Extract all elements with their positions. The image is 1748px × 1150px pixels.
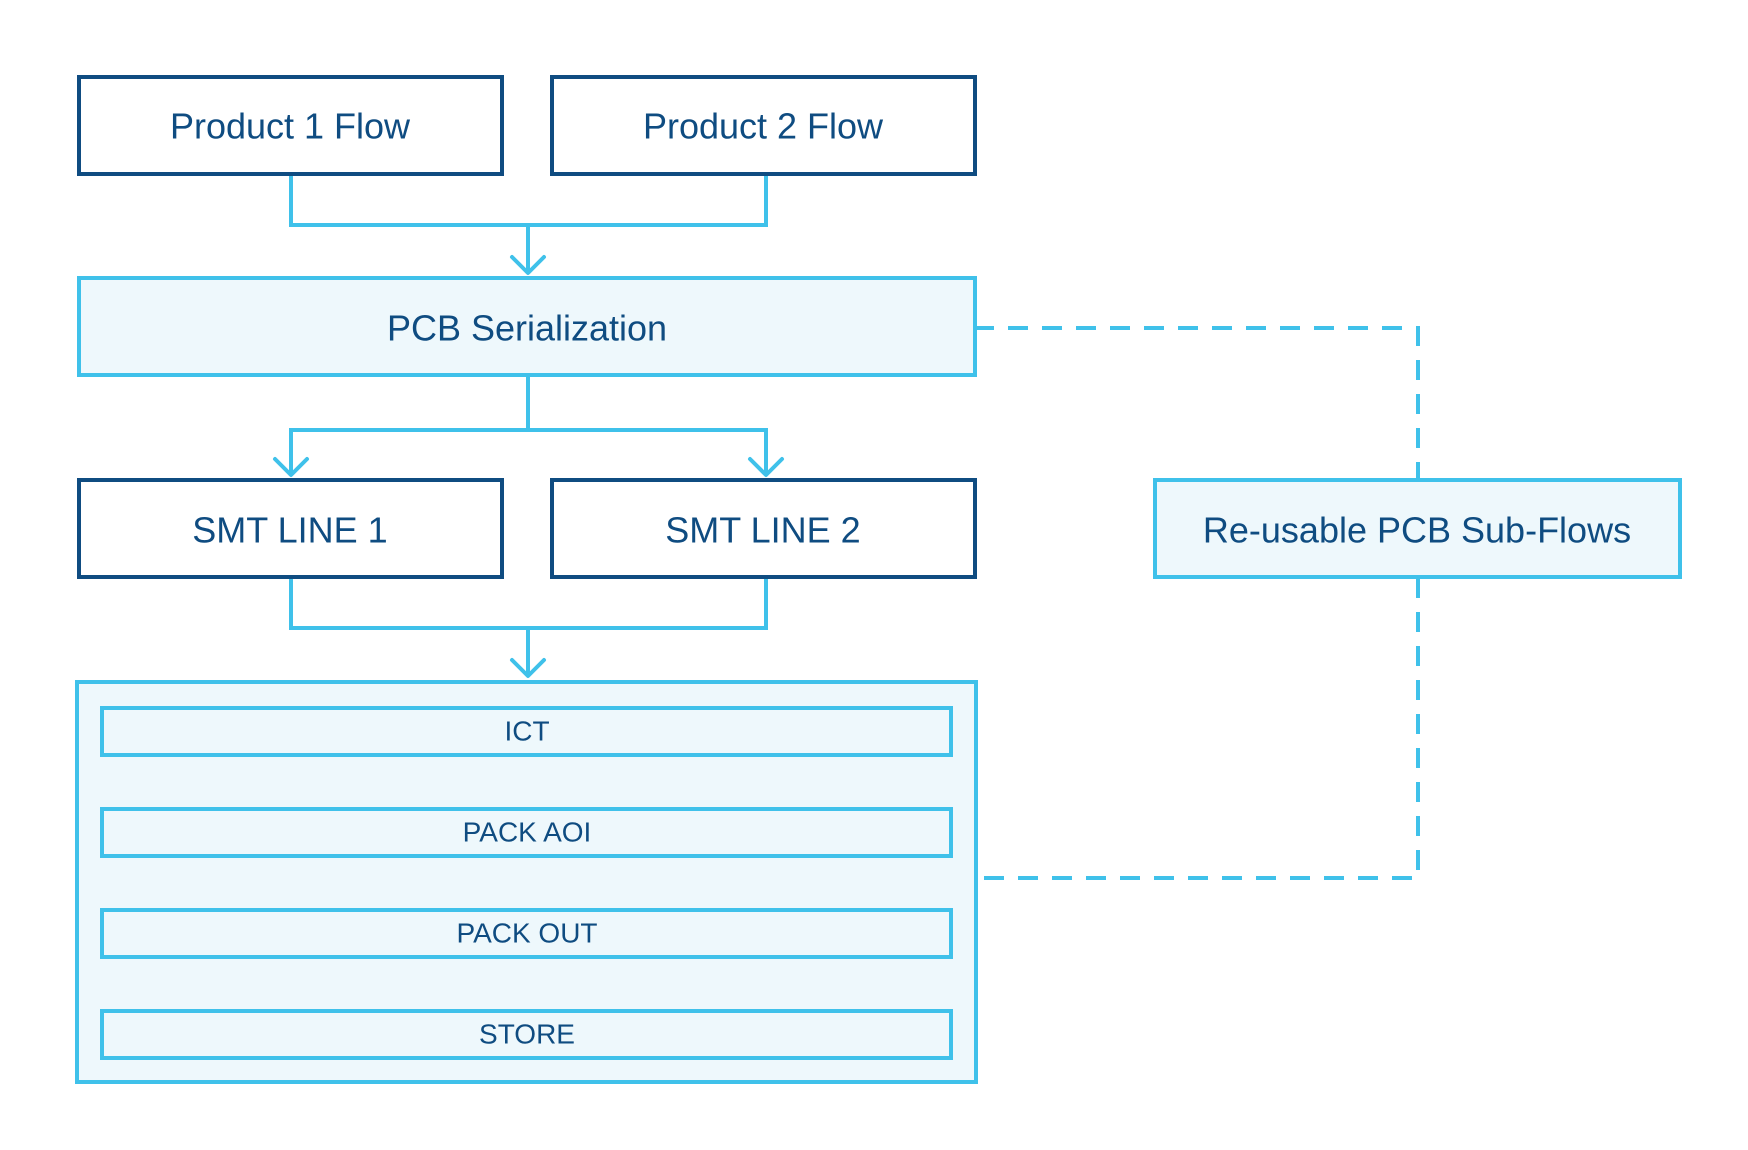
reusable-subflows-box: Re-usable PCB Sub-Flows bbox=[1153, 478, 1682, 579]
connector-product1-to-merge bbox=[289, 174, 528, 227]
arrowhead-to-container bbox=[510, 658, 546, 678]
smt-line-1-label: SMT LINE 1 bbox=[192, 510, 387, 551]
step-ict: ICT bbox=[100, 706, 953, 757]
pcb-serialization-box: PCB Serialization bbox=[77, 276, 977, 377]
reusable-subflows-label: Re-usable PCB Sub-Flows bbox=[1203, 510, 1631, 551]
smt-line-2-label: SMT LINE 2 bbox=[665, 510, 860, 551]
connector-split-to-smt1 bbox=[289, 428, 528, 474]
product-1-label: Product 1 Flow bbox=[170, 106, 411, 147]
smt-line-1-box: SMT LINE 1 bbox=[77, 478, 504, 579]
step-store-label: STORE bbox=[479, 1019, 575, 1050]
connector-smt1-to-merge bbox=[289, 578, 528, 630]
arrowhead-to-pcb bbox=[510, 255, 546, 275]
step-ict-label: ICT bbox=[504, 716, 549, 747]
connector-split-to-smt2 bbox=[528, 428, 768, 474]
smt-line-2-box: SMT LINE 2 bbox=[550, 478, 977, 579]
step-pack-aoi-label: PACK AOI bbox=[463, 817, 592, 848]
dashed-reusable-to-container bbox=[978, 578, 1420, 880]
connector-smt2-to-merge bbox=[528, 578, 768, 630]
step-pack-out-label: PACK OUT bbox=[456, 918, 597, 949]
product-2-box: Product 2 Flow bbox=[550, 75, 977, 176]
dashed-pcb-to-reusable bbox=[974, 326, 1420, 480]
connector-product2-to-merge bbox=[528, 174, 768, 227]
step-pack-out: PACK OUT bbox=[100, 908, 953, 959]
arrowhead-to-smt1 bbox=[273, 457, 309, 477]
step-pack-aoi: PACK AOI bbox=[100, 807, 953, 858]
step-store: STORE bbox=[100, 1009, 953, 1060]
pcb-serialization-label: PCB Serialization bbox=[387, 308, 667, 349]
product-1-box: Product 1 Flow bbox=[77, 75, 504, 176]
product-2-label: Product 2 Flow bbox=[643, 106, 884, 147]
dashed-connectors bbox=[974, 326, 1420, 880]
arrowhead-to-smt2 bbox=[748, 457, 784, 477]
